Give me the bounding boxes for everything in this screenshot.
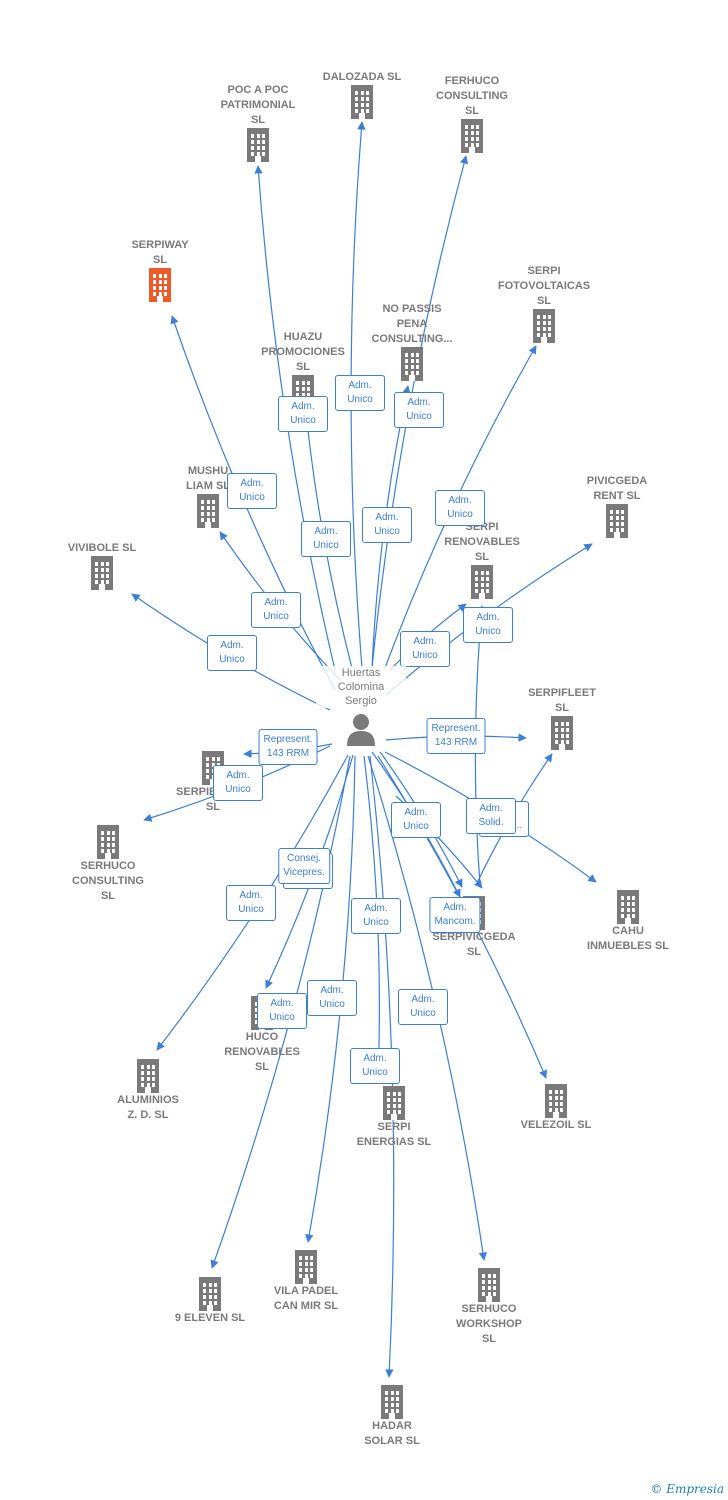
relation-badge[interactable]: Represent. 143 RRM [258,729,318,765]
relation-badge[interactable]: Adm. Solid. [466,798,516,834]
company-node-ferhuco[interactable]: FERHUCO CONSULTING SL [412,74,532,153]
building-icon [551,716,573,750]
relation-badge[interactable]: Adm. Mancom. [429,897,481,933]
relation-badge[interactable]: Adm. Unico [213,765,263,801]
building-icon [247,128,269,162]
building-icon [461,119,483,153]
company-node-dalozada[interactable]: DALOZADA SL [302,70,422,119]
building-icon [533,309,555,343]
building-icon [351,85,373,119]
building-icon [97,825,119,859]
building-icon [199,1277,221,1311]
building-icon [606,504,628,538]
company-node-pivicgeda[interactable]: PIVICGEDA RENT SL [557,474,677,538]
company-label: SERPI RENOVABLES SL [444,521,520,563]
company-label: SERPI FOTOVOLTAICAS SL [497,265,591,307]
company-label: SERPIVICGEDA SL [432,931,516,958]
building-icon [478,1268,500,1302]
building-icon [401,347,423,381]
relation-badge[interactable]: Adm. Unico [207,635,257,671]
copyright-icon: © [650,1482,663,1496]
company-label: SERPIWAY SL [131,239,189,266]
company-label: NO PASSIS PENA CONSULTING... [371,303,453,345]
building-icon [381,1385,403,1419]
relation-badge[interactable]: Adm. Unico [398,989,448,1025]
relation-badge[interactable]: Adm. Unico [362,507,412,543]
company-node-aluminios[interactable]: ALUMINIOS Z. D. SL [88,1059,208,1123]
company-node-serpiway[interactable]: SERPIWAY SL [100,238,220,302]
company-node-serpirenov[interactable]: SERPI RENOVABLES SL [422,520,542,599]
company-node-serpienergias[interactable]: SERPI ENERGIAS SL [334,1086,454,1150]
building-icon [197,494,219,528]
company-node-velezoil[interactable]: VELEZOIL SL [496,1084,616,1133]
relation-badge[interactable]: Adm. Unico [257,993,307,1029]
relation-badge[interactable]: Adm. Unico [435,490,485,526]
company-label: VIVIBOLE SL [67,542,137,554]
company-label: HADAR SOLAR SL [364,1420,420,1447]
company-label: VELEZOIL SL [520,1119,592,1131]
company-node-serpifleet[interactable]: SERPIFLEET SL [502,686,622,750]
company-label: SERHUCO CONSULTING SL [72,860,144,902]
person-icon [347,714,375,746]
relation-badge[interactable]: Represent. 143 RRM [426,718,486,754]
company-node-vilapadel[interactable]: VILA PADEL CAN MIR SL [246,1250,366,1314]
company-node-mushu[interactable]: MUSHU LIAM SL [148,464,268,528]
relation-badge[interactable]: Adm. Unico [463,607,513,643]
company-node-nopassis[interactable]: NO PASSIS PENA CONSULTING... [352,302,472,381]
company-label: SERPIFLEET SL [528,687,596,714]
relation-badge[interactable]: Adm. Unico [226,885,276,921]
company-node-poc[interactable]: POC A POC PATRIMONIAL SL [198,83,318,162]
building-icon [617,890,639,924]
company-label: CAHU INMUEBLES SL [587,925,669,952]
relation-badge[interactable]: Adm. Unico [227,473,277,509]
company-node-eleven[interactable]: 9 ELEVEN SL [150,1277,270,1326]
company-node-serhucowork[interactable]: SERHUCO WORKSHOP SL [429,1268,549,1347]
company-node-serpifotov[interactable]: SERPI FOTOVOLTAICAS SL [484,264,604,343]
person-node[interactable]: Huertas Colomina Sergio [316,666,406,746]
relation-badge[interactable]: Adm. Unico [251,592,301,628]
company-label: HUCO RENOVABLES SL [224,1031,300,1073]
company-node-hadar[interactable]: HADAR SOLAR SL [332,1385,452,1449]
relation-badge[interactable]: Adm. Unico [394,392,444,428]
relation-badge[interactable]: Adm. Unico [391,802,441,838]
company-node-cahu[interactable]: CAHU INMUEBLES SL [568,890,688,954]
company-label: HUAZU PROMOCIONES SL [261,331,345,373]
relation-badge[interactable]: Adm. Unico [350,1048,400,1084]
person-label: Huertas Colomina Sergio [316,666,406,708]
footer-brand[interactable]: © Empresia [650,1482,724,1496]
relation-badge[interactable]: Adm. Unico [307,980,357,1016]
company-node-vivibole[interactable]: VIVIBOLE SL [42,541,162,590]
company-label: 9 ELEVEN SL [174,1312,246,1324]
relation-badge[interactable]: Adm. Unico [335,375,385,411]
company-label: PIVICGEDA RENT SL [586,475,648,502]
company-label: ALUMINIOS Z. D. SL [117,1094,179,1121]
building-icon [295,1250,317,1284]
relation-badge[interactable]: Adm. Unico [278,396,328,432]
building-icon [383,1086,405,1120]
building-icon [137,1059,159,1093]
building-icon [545,1084,567,1118]
company-label: VILA PADEL CAN MIR SL [273,1285,339,1312]
building-icon [471,565,493,599]
company-label: POC A POC PATRIMONIAL SL [220,84,296,126]
relation-badge[interactable]: Consej. Vicepres. [278,848,330,884]
company-label: SERPI ENERGIAS SL [356,1121,432,1148]
building-icon [91,556,113,590]
brand-label: Empresia [666,1482,724,1496]
company-label: MUSHU LIAM SL [186,465,230,492]
relation-badge[interactable]: Adm. Unico [400,631,450,667]
relation-badge[interactable]: Adm. Unico [301,521,351,557]
company-node-serhucocons[interactable]: SERHUCO CONSULTING SL [48,825,168,904]
company-label: FERHUCO CONSULTING SL [436,75,508,117]
company-label: DALOZADA SL [322,71,402,83]
company-label: SERHUCO WORKSHOP SL [456,1303,522,1345]
building-icon [149,268,171,302]
relation-badge[interactable]: Adm. Unico [351,898,401,934]
